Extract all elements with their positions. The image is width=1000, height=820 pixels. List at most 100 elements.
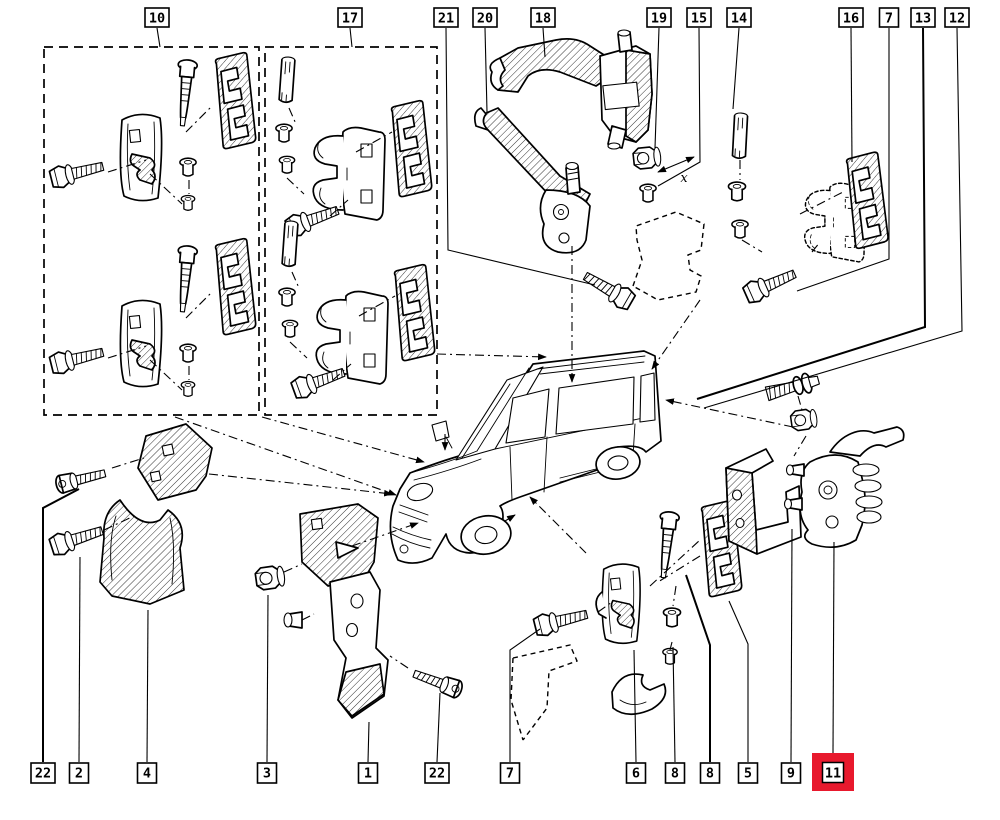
svg-text:7[interactable]: 7 bbox=[506, 766, 514, 782]
x-dimension-label: x bbox=[680, 171, 688, 186]
bushing bbox=[179, 343, 197, 363]
hinge-pin bbox=[653, 510, 681, 580]
svg-text:3[interactable]: 3 bbox=[263, 766, 271, 782]
svg-text:15[interactable]: 15 bbox=[691, 11, 707, 27]
callout-18[interactable]: 18 bbox=[530, 7, 556, 28]
windshield bbox=[455, 366, 544, 461]
bushing bbox=[731, 219, 749, 239]
sliding-door-window bbox=[555, 376, 635, 435]
callout-6[interactable]: 6 bbox=[625, 762, 647, 784]
bushing bbox=[278, 155, 296, 174]
bushing bbox=[179, 157, 197, 177]
svg-text:2[interactable]: 2 bbox=[75, 766, 83, 782]
svg-text:12[interactable]: 12 bbox=[949, 11, 965, 27]
callout-14[interactable]: 14 bbox=[726, 7, 752, 28]
bushing bbox=[180, 380, 196, 397]
check-pivot-body bbox=[539, 189, 591, 254]
hinge-pin bbox=[281, 219, 299, 268]
callout-3[interactable]: 3 bbox=[256, 762, 278, 784]
hinge-kit-upper-assembly-alt bbox=[275, 55, 434, 240]
flange-bolt bbox=[47, 519, 107, 559]
hinge-kit-lower-assembly-alt bbox=[278, 219, 437, 402]
rear-door-check-cluster: x bbox=[473, 29, 705, 313]
callout-22-right[interactable]: 22 bbox=[424, 762, 450, 784]
callout-leaders bbox=[42, 27, 963, 763]
door-check-strap bbox=[783, 426, 905, 549]
callout-9[interactable]: 9 bbox=[780, 762, 802, 784]
hex-nut bbox=[789, 407, 819, 433]
svg-text:10[interactable]: 10 bbox=[149, 11, 165, 27]
callout-1[interactable]: 1 bbox=[357, 762, 379, 784]
hinge-pin bbox=[172, 244, 199, 314]
svg-text:17[interactable]: 17 bbox=[342, 11, 358, 27]
x-dimension-arrow bbox=[657, 156, 695, 173]
svg-text:18[interactable]: 18 bbox=[535, 11, 551, 27]
svg-text:21[interactable]: 21 bbox=[438, 11, 454, 27]
svg-text:14[interactable]: 14 bbox=[731, 11, 747, 27]
callout-8-second[interactable]: 8 bbox=[699, 762, 721, 784]
callout-4[interactable]: 4 bbox=[136, 762, 158, 784]
socket-head-bolt bbox=[53, 463, 108, 495]
callout-17[interactable]: 17 bbox=[337, 7, 363, 28]
quarter-window bbox=[639, 372, 656, 423]
callout-7-bottom[interactable]: 7 bbox=[499, 762, 521, 784]
callout-8-first[interactable]: 8 bbox=[664, 762, 686, 784]
callout-13[interactable]: 13 bbox=[910, 7, 936, 28]
hinge-kit-lower-assembly bbox=[47, 237, 258, 397]
striker-shim-plate bbox=[214, 51, 258, 150]
bushing bbox=[275, 123, 293, 143]
callout-15[interactable]: 15 bbox=[686, 7, 712, 28]
sliding-door-lower-hinge-cluster bbox=[510, 499, 744, 741]
callout-2[interactable]: 2 bbox=[68, 762, 90, 784]
callout-19[interactable]: 19 bbox=[646, 7, 672, 28]
svg-text:16[interactable]: 16 bbox=[843, 11, 859, 27]
shim-plate bbox=[393, 263, 437, 362]
svg-text:20[interactable]: 20 bbox=[477, 11, 493, 27]
svg-text:8[interactable]: 8 bbox=[706, 766, 714, 782]
vehicle-illustration bbox=[389, 350, 662, 564]
bushing bbox=[281, 319, 299, 338]
pivot-bolt bbox=[579, 265, 638, 313]
bushing bbox=[662, 607, 682, 628]
hinge-bolt bbox=[47, 154, 107, 191]
callout-16[interactable]: 16 bbox=[838, 7, 864, 28]
bushing bbox=[662, 647, 678, 665]
svg-text:6[interactable]: 6 bbox=[632, 766, 640, 782]
front-door-window bbox=[505, 388, 550, 444]
svg-text:22[interactable]: 22 bbox=[35, 766, 51, 782]
hex-nut bbox=[253, 563, 287, 592]
bushing bbox=[639, 183, 657, 203]
svg-text:9[interactable]: 9 bbox=[787, 766, 795, 782]
bottom-callouts: 22 2 4 3 1 22 7 6 8 8 5 9 11 bbox=[30, 753, 854, 791]
lower-bracket-cluster bbox=[283, 503, 466, 719]
hinge-bolt bbox=[47, 340, 107, 377]
svg-text:11[interactable]: 11 bbox=[825, 766, 841, 782]
svg-text:19[interactable]: 19 bbox=[651, 11, 667, 27]
group-box-10 bbox=[43, 46, 260, 416]
z-strap bbox=[495, 38, 615, 93]
callout-7-top[interactable]: 7 bbox=[878, 7, 900, 28]
hinge-plate bbox=[119, 299, 163, 388]
svg-text:5[interactable]: 5 bbox=[744, 766, 752, 782]
hinge-bolt bbox=[740, 262, 800, 307]
hinge-pin bbox=[278, 55, 296, 104]
callout-22-left[interactable]: 22 bbox=[30, 762, 56, 784]
svg-text:4[interactable]: 4 bbox=[143, 766, 151, 782]
callout-21[interactable]: 21 bbox=[433, 7, 459, 28]
callout-20[interactable]: 20 bbox=[472, 7, 498, 28]
svg-text:22[interactable]: 22 bbox=[429, 766, 445, 782]
socket-head-bolt bbox=[410, 664, 466, 701]
callout-5[interactable]: 5 bbox=[737, 762, 759, 784]
svg-text:7[interactable]: 7 bbox=[885, 11, 893, 27]
callout-11-highlighted[interactable]: 11 bbox=[812, 753, 854, 791]
svg-text:1[interactable]: 1 bbox=[364, 766, 372, 782]
door-sill-outline bbox=[510, 644, 578, 741]
svg-text:13[interactable]: 13 bbox=[915, 11, 931, 27]
hinge-kit-upper-assembly bbox=[47, 51, 258, 211]
svg-text:8[interactable]: 8 bbox=[671, 766, 679, 782]
callout-10[interactable]: 10 bbox=[144, 7, 170, 28]
locator-lines bbox=[174, 246, 794, 554]
callout-12[interactable]: 12 bbox=[944, 7, 970, 28]
